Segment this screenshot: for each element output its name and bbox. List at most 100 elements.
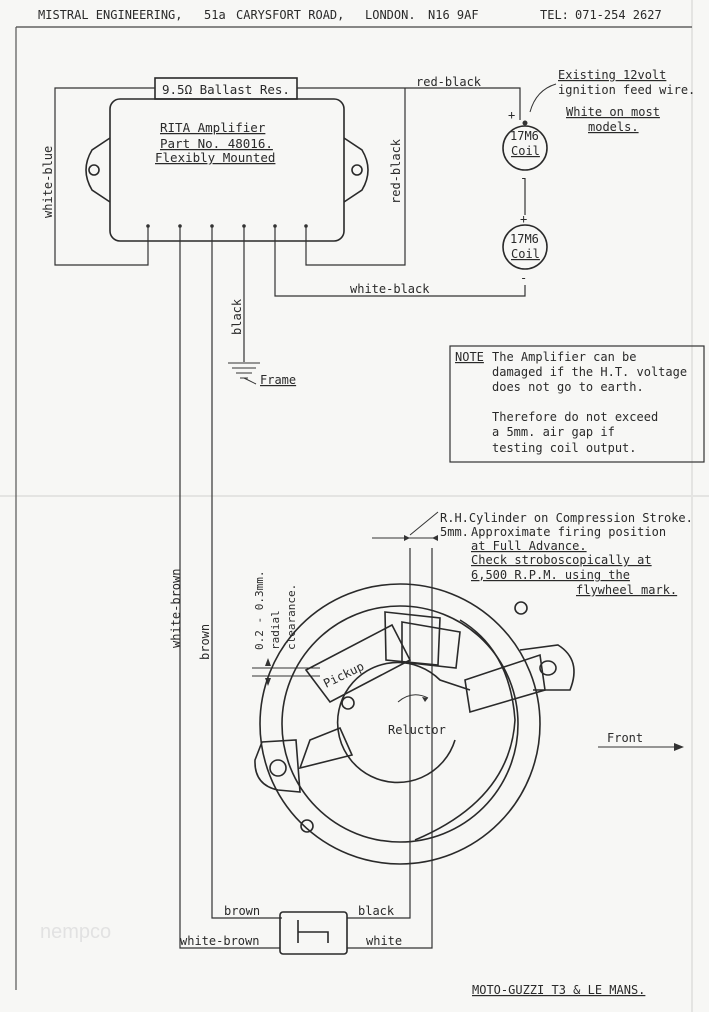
coil-lower-name: 17M6 [510, 232, 539, 246]
timing-line6: 6,500 R.P.M. using the [471, 568, 630, 582]
timing-leader [409, 511, 439, 536]
ballast-resistor: 9.5Ω Ballast Res. [154, 77, 298, 100]
feed-note-line1: Existing 12volt [558, 68, 666, 82]
rotation-arrowhead [422, 697, 428, 702]
inner-groove [414, 619, 516, 841]
reluctor-label: Reluctor [388, 723, 446, 737]
terminal [522, 120, 528, 126]
clearance-note: 0.2 - 0.3mm. radial clearance. [252, 571, 320, 686]
timing-note: R.H.Cylinder on Compression Stroke. 5mm.… [372, 511, 693, 597]
coil-upper-minus: - [520, 171, 527, 185]
clamp-left [298, 726, 354, 770]
warning-line5: a 5mm. air gap if [492, 425, 615, 439]
clearance-line1: 0.2 - 0.3mm. [253, 571, 266, 650]
wire-white-black [274, 226, 526, 297]
clearance-line2: radial [269, 610, 282, 650]
feed-note-line4: models. [588, 120, 639, 134]
amplifier-box [109, 98, 345, 242]
mount-hole-left [88, 164, 100, 176]
warning-note: NOTE The Amplifier can be damaged if the… [449, 345, 705, 463]
feed-note-leader [529, 83, 557, 113]
watermark: nempco [40, 921, 111, 943]
wiring [54, 87, 526, 949]
amplifier-right-lug [343, 137, 369, 203]
warning-line6: testing coil output. [492, 441, 637, 455]
label-brown-bottom: brown [224, 904, 260, 918]
coil-lower-body [502, 224, 548, 270]
wire-white-blue [54, 87, 155, 266]
warning-box [449, 345, 705, 463]
coil-lower-plus: + [520, 212, 527, 226]
feed-note: Existing 12volt ignition feed wire. Whit… [529, 68, 695, 134]
coil-upper-body [502, 125, 548, 171]
warning-line2: damaged if the H.T. voltage [492, 365, 687, 379]
plate-hole-bottom-left [300, 819, 314, 833]
company-name: MISTRAL ENGINEERING, [38, 8, 183, 22]
connector [279, 911, 348, 955]
warning-line1: The Amplifier can be [492, 350, 637, 364]
amplifier-part-number: Part No. 48016. [160, 136, 273, 151]
plate-lug-left [254, 739, 301, 793]
front-arrow-icon [674, 743, 684, 751]
coil-lower: 17M6 Coil + - [502, 212, 548, 285]
wire-red-black-amp [305, 88, 406, 266]
clearance-line3: clearance. [285, 584, 298, 650]
label-brown-vertical: brown [198, 624, 212, 660]
footer-model: MOTO-GUZZI T3 & LE MANS. [472, 983, 645, 997]
timing-line3: Approximate firing position [471, 525, 666, 539]
label-white-brown-vertical: white-brown [169, 569, 183, 648]
label-red-black-side: red-black [389, 138, 403, 204]
label-red-black-top: red-black [416, 75, 482, 89]
coil-upper-label: Coil [511, 144, 540, 158]
label-black: black [230, 298, 244, 335]
address-city: LONDON. [365, 8, 416, 22]
feed-note-line3: White on most [566, 105, 660, 119]
coil-upper: 17M6 Coil + - [502, 108, 548, 185]
timing-line7: flywheel mark. [576, 583, 677, 597]
timing-line2: 5mm. [440, 525, 469, 539]
label-white-bottom: white [366, 934, 402, 948]
plate-hole-top-right [514, 601, 528, 615]
ballast-label: 9.5Ω Ballast Res. [162, 82, 290, 97]
earth-icon [228, 362, 260, 379]
warning-line3: does not go to earth. [492, 380, 644, 394]
address-number: 51a [204, 8, 226, 22]
warning-line4: Therefore do not exceed [492, 410, 658, 424]
warning-note-label: NOTE [455, 350, 484, 364]
clearance-arrows [265, 658, 271, 686]
base-plate-inner [281, 605, 519, 843]
timing-line1: R.H.Cylinder on Compression Stroke. [440, 511, 693, 525]
pickup-head [384, 611, 441, 666]
plate-lug-right [519, 644, 575, 691]
lug-hole-right [539, 660, 557, 676]
mount-hole-right [351, 164, 363, 176]
amplifier-mounting: Flexibly Mounted [155, 150, 275, 165]
address-postcode: N16 9AF [428, 8, 479, 22]
rita-amplifier: RITA Amplifier Part No. 48016. Flexibly … [85, 98, 369, 242]
address-street: CARYSFORT ROAD, [236, 8, 344, 22]
label-white-blue: white-blue [41, 146, 55, 218]
timing-line5: Check stroboscopically at [471, 553, 652, 567]
pickup-body [304, 623, 412, 704]
base-plate [259, 583, 541, 865]
coil-lower-label: Coil [511, 247, 540, 261]
pickup-assembly: Reluctor Pickup [254, 583, 575, 865]
label-white-brown-bottom: white-brown [180, 934, 259, 948]
amplifier-left-lug [85, 137, 111, 203]
wire-white-brown [179, 226, 280, 949]
amplifier-title: RITA Amplifier [160, 120, 266, 135]
connector-pins [297, 920, 329, 943]
coil-lower-minus: - [520, 271, 527, 285]
label-frame: Frame [260, 373, 296, 387]
wire-brown [211, 226, 282, 919]
front-label: Front [607, 731, 643, 745]
label-white-black: white-black [350, 282, 430, 296]
wire-white-pickup [347, 548, 433, 949]
connector-body [279, 911, 348, 955]
wire-red-black-feed [297, 87, 521, 120]
rotation-arrow [397, 694, 429, 703]
clamp-right [464, 653, 546, 714]
pickup-shoe [401, 621, 461, 669]
telephone-label: TEL: [540, 8, 569, 22]
